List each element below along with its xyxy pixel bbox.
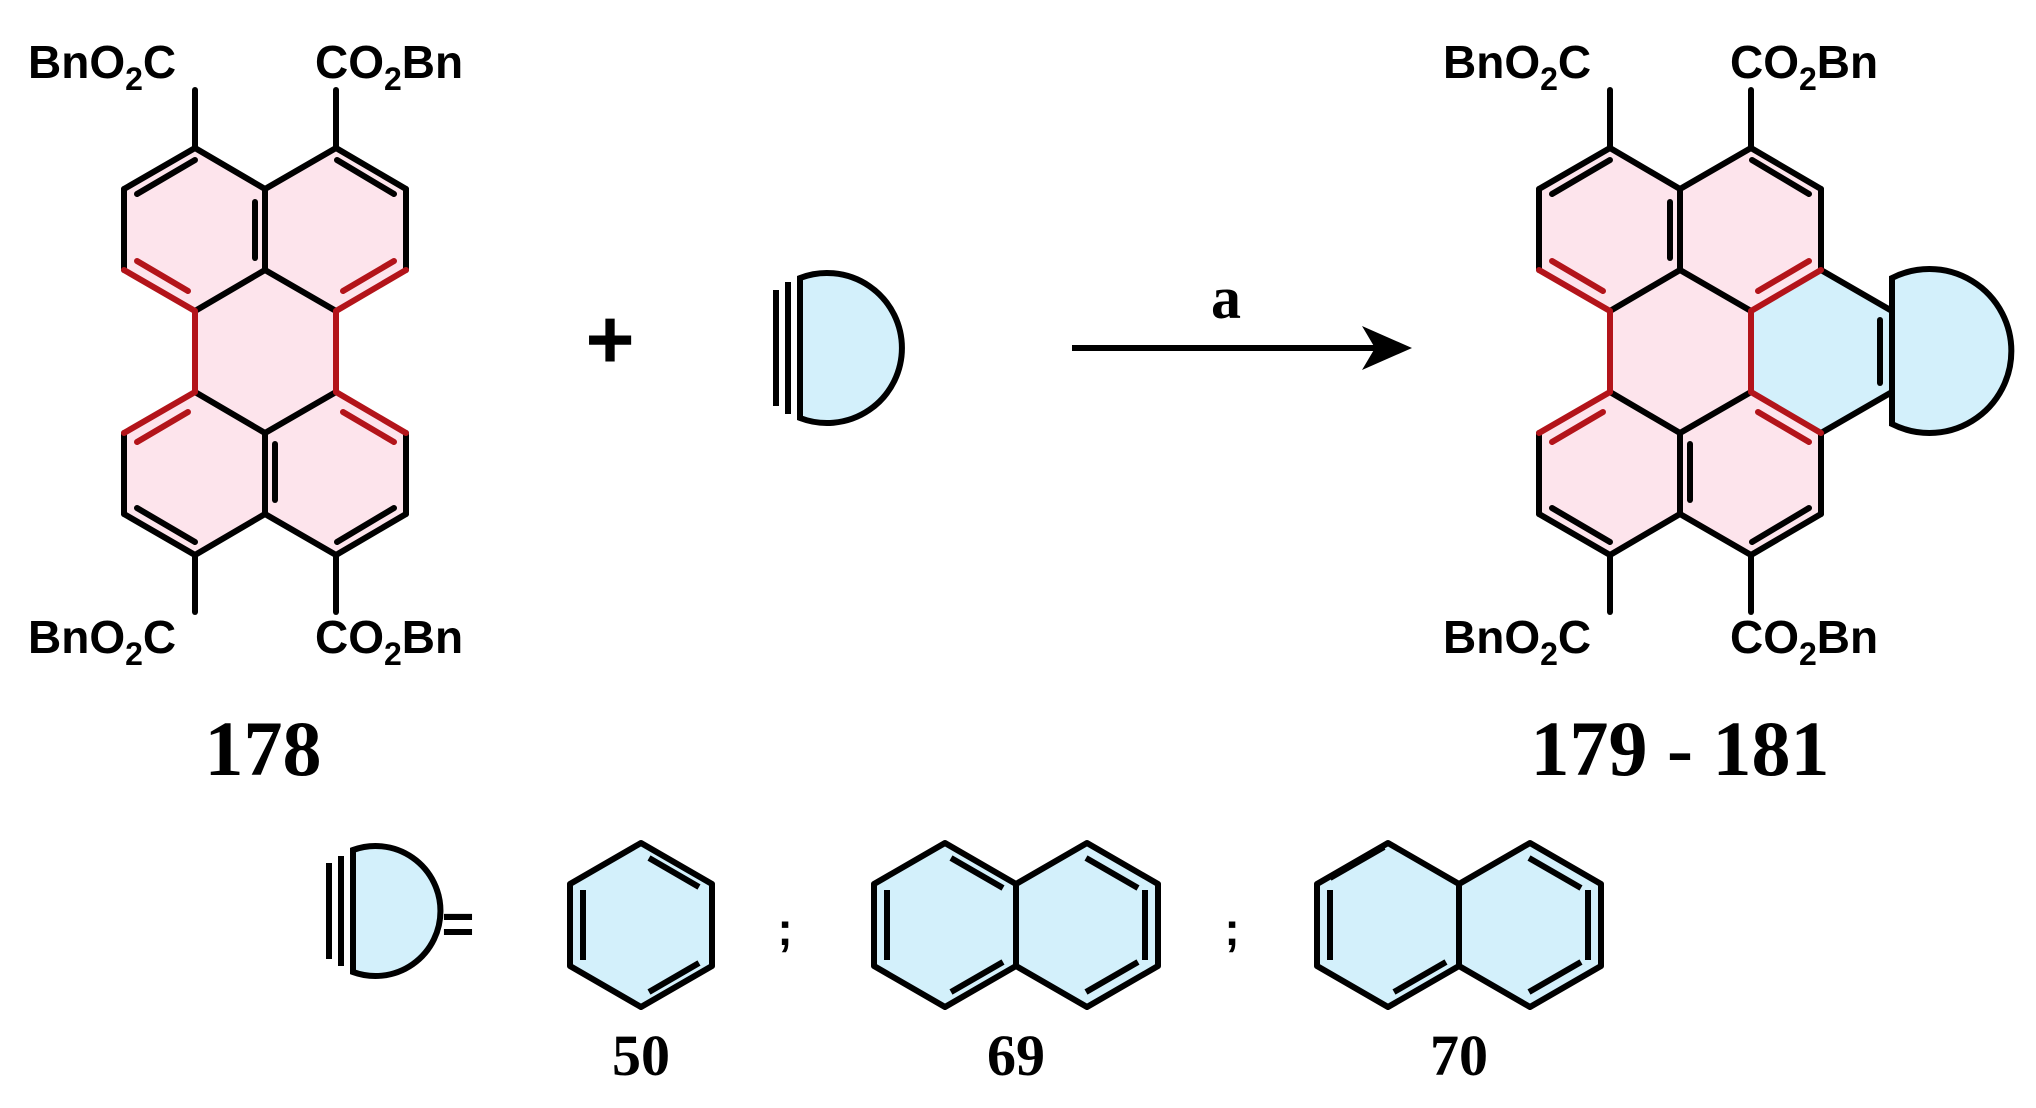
legend-generic-aryne-icon (326, 843, 444, 979)
product-179-181-structure: BnO2C CO2Bn BnO2C CO2Bn (1443, 36, 2015, 672)
1,2-naphthalyne-icon (1314, 840, 1604, 1010)
reaction-arrow (1072, 326, 1412, 370)
perylene-core-fill-product (1539, 148, 1821, 555)
reactant-178-structure: BnO2C CO2Bn BnO2C CO2Bn (28, 36, 463, 672)
substituent-top-left: BnO2C (28, 36, 176, 97)
substituent-bottom-left: BnO2C (28, 611, 176, 672)
annulated-ring-fill (1751, 270, 1892, 433)
compound-label-178: 178 (205, 705, 322, 792)
legend-equals-sign: = (442, 892, 475, 955)
product-substituent-top-left: BnO2C (1443, 36, 1591, 97)
legend-separator-2: ; (1224, 903, 1239, 955)
legend-separator-1: ; (777, 903, 792, 955)
product-bonds (1536, 87, 1895, 615)
product-substituent-bottom-left: BnO2C (1443, 611, 1591, 672)
compound-label-70: 70 (1430, 1023, 1488, 1088)
generic-aryne-icon (773, 270, 905, 426)
reagent-label: a (1211, 265, 1241, 331)
perylene-bonds (121, 87, 409, 615)
fused-arene-circle (1889, 266, 2015, 436)
compound-label-179-181: 179 - 181 (1531, 705, 1830, 792)
compound-label-69: 69 (987, 1023, 1045, 1088)
plus-sign: + (585, 292, 634, 386)
product-substituent-bottom-right: CO2Bn (1730, 611, 1878, 672)
benzyne-icon (567, 840, 715, 1010)
compound-label-50: 50 (612, 1023, 670, 1088)
product-substituent-top-right: CO2Bn (1730, 36, 1878, 97)
perylene-core-fill (124, 148, 406, 555)
perylene-red-bonds (121, 258, 409, 445)
2,3-naphthalyne-icon (871, 840, 1161, 1010)
substituent-top-right: CO2Bn (315, 36, 463, 97)
substituent-bottom-right: CO2Bn (315, 611, 463, 672)
product-red-bonds (1536, 258, 1824, 445)
